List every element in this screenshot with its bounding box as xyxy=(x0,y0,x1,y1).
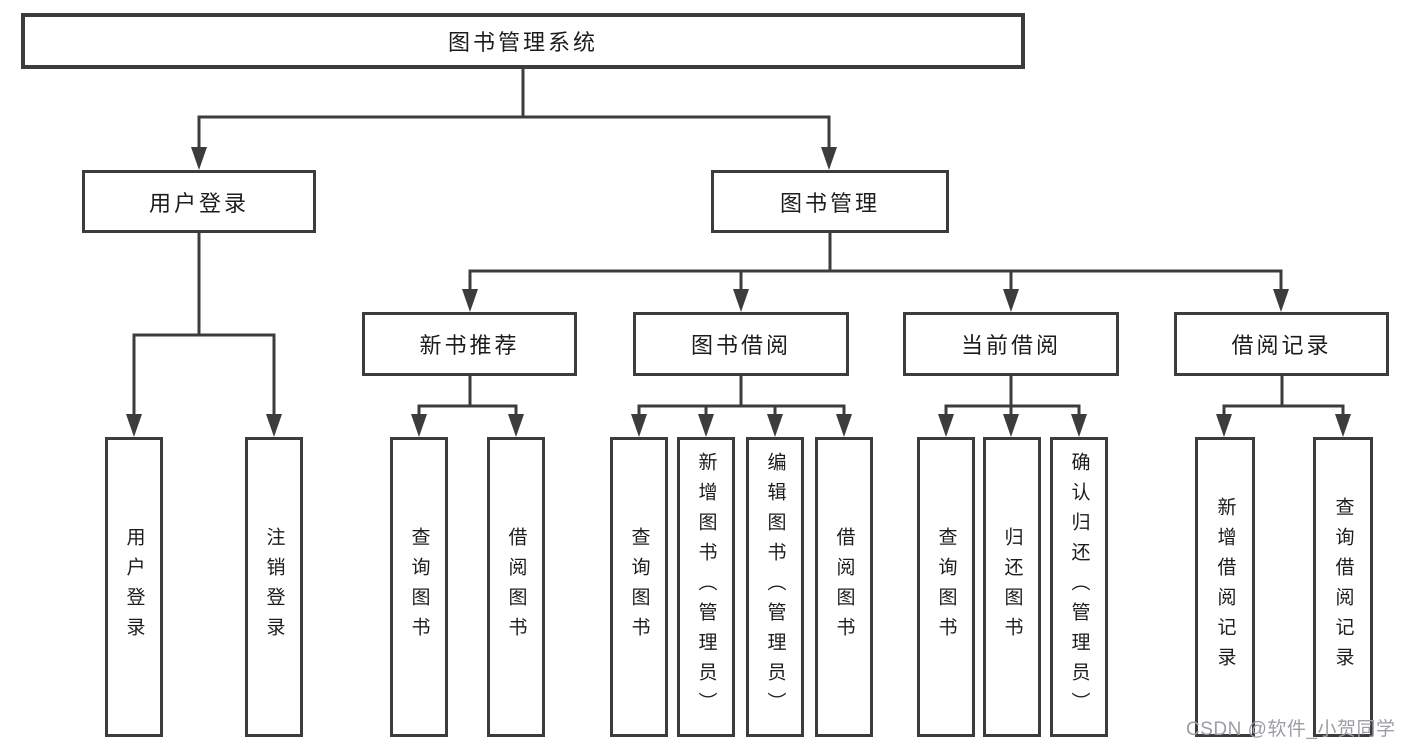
node-label: 图书借阅 xyxy=(690,333,791,358)
node-label: 图书管理 xyxy=(779,190,880,216)
node-label: 当前借阅 xyxy=(960,333,1061,358)
node-label: 用户登录 xyxy=(123,527,145,647)
node-label: 确认归还（管理员） xyxy=(1068,452,1090,722)
node-book-borrowing: 图书借阅 xyxy=(633,312,849,376)
node-borrow-books-recommend: 借阅图书 xyxy=(487,437,545,737)
node-library-management-system: 图书管理系统 xyxy=(21,13,1025,69)
node-label: 借阅图书 xyxy=(505,527,527,647)
node-return-books: 归还图书 xyxy=(983,437,1041,737)
node-label: 新增借阅记录 xyxy=(1214,497,1236,677)
node-label: 查询图书 xyxy=(628,527,650,647)
node-label: 用户登录 xyxy=(148,190,249,216)
connector-user-login-to-leaves xyxy=(132,233,276,416)
node-label: 查询借阅记录 xyxy=(1332,497,1354,677)
node-label: 查询图书 xyxy=(935,527,957,647)
node-label: 借阅记录 xyxy=(1231,333,1332,358)
node-label: 编辑图书（管理员） xyxy=(764,452,786,722)
node-current-borrowing: 当前借阅 xyxy=(903,312,1119,376)
node-query-books-borrow: 查询图书 xyxy=(610,437,668,737)
node-new-book-recommendation: 新书推荐 xyxy=(362,312,577,376)
connector-current-borrow-to-leaves xyxy=(944,376,1081,416)
node-label: 归还图书 xyxy=(1001,527,1023,647)
connector-root-to-level2 xyxy=(197,69,831,148)
node-query-books-current: 查询图书 xyxy=(917,437,975,737)
node-label: 借阅图书 xyxy=(833,527,855,647)
node-borrowing-records: 借阅记录 xyxy=(1174,312,1389,376)
node-confirm-return-admin: 确认归还（管理员） xyxy=(1050,437,1108,737)
node-add-book-admin: 新增图书（管理员） xyxy=(677,437,735,737)
node-query-books-recommend: 查询图书 xyxy=(390,437,448,737)
connector-new-book-to-leaves xyxy=(417,376,518,416)
node-borrow-books-borrow: 借阅图书 xyxy=(815,437,873,737)
node-user-login: 用户登录 xyxy=(82,170,316,233)
connector-records-to-leaves xyxy=(1222,376,1345,416)
node-label: 图书管理系统 xyxy=(447,30,598,55)
node-user-login-leaf: 用户登录 xyxy=(105,437,163,737)
node-label: 查询图书 xyxy=(408,527,430,647)
connector-book-borrow-to-leaves xyxy=(637,376,846,416)
watermark-text: CSDN @软件_小贺同学 xyxy=(1186,719,1396,740)
node-label: 新增图书（管理员） xyxy=(695,452,717,722)
arrowheads xyxy=(126,147,1351,437)
node-label: 注销登录 xyxy=(263,527,285,647)
node-label: 新书推荐 xyxy=(419,333,520,358)
connector-book-mgmt-to-level3 xyxy=(468,233,1283,291)
node-logout-login: 注销登录 xyxy=(245,437,303,737)
node-query-borrow-record: 查询借阅记录 xyxy=(1313,437,1373,737)
node-add-borrow-record: 新增借阅记录 xyxy=(1195,437,1255,737)
node-book-management: 图书管理 xyxy=(711,170,949,233)
node-edit-book-admin: 编辑图书（管理员） xyxy=(746,437,804,737)
